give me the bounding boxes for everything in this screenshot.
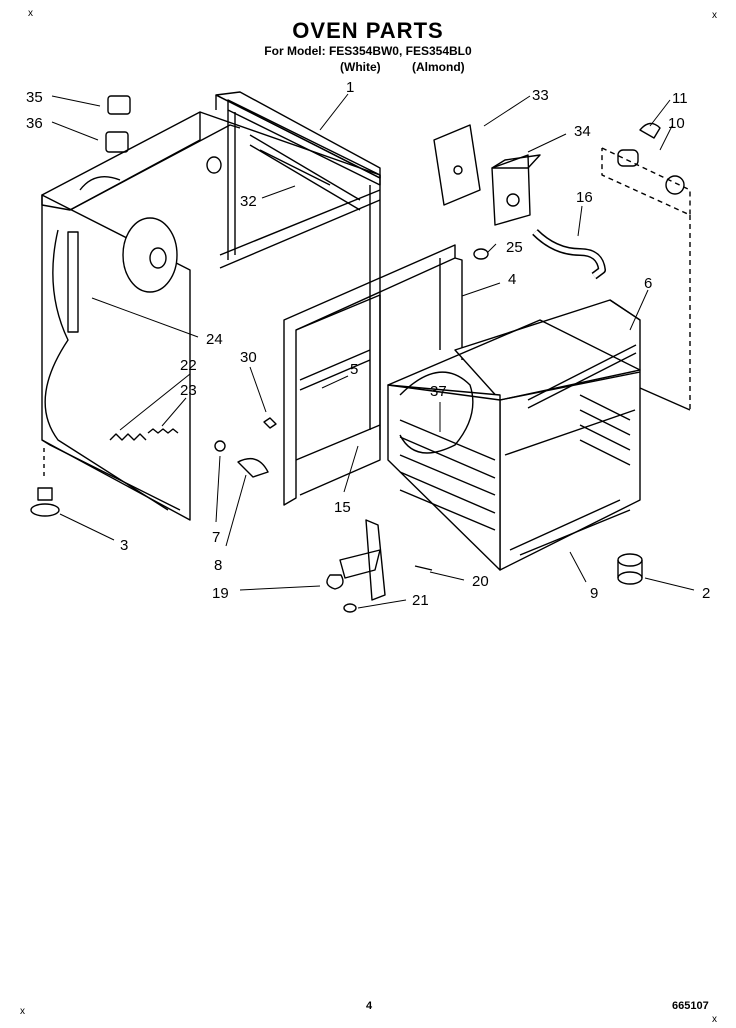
page-number: 4 [366,1000,373,1012]
light-assembly [601,122,691,411]
clip-30 [263,417,277,429]
callout-1: 1 [346,79,354,96]
plug-25 [473,248,489,260]
callout-24: 24 [206,331,223,348]
oven-frame [219,99,381,430]
oven-cavity [387,299,641,571]
nut-7 [214,440,226,452]
callout-2: 2 [702,585,710,602]
callout-5: 5 [350,361,358,378]
oven-cabinet-side [41,91,381,521]
page-title: OVEN PARTS [292,18,444,43]
callout-32: 32 [240,193,257,210]
callout-8: 8 [214,557,222,574]
corner-mark-bottom-right: x [712,1014,717,1025]
foot-2 [617,553,643,585]
callout-4: 4 [508,271,516,288]
hinge-bracket [326,519,433,613]
callout-22: 22 [180,357,197,374]
leveling-leg [30,448,60,517]
spring-23 [147,428,179,434]
corner-mark-top-right: x [712,10,717,21]
callout-25: 25 [506,239,523,256]
clip-35 [107,95,131,115]
bracket-8 [237,458,269,478]
callout-37: 37 [430,383,447,400]
callout-30: 30 [240,349,257,366]
callout-10: 10 [668,115,685,132]
leader-lines [51,93,695,609]
callout-33: 33 [532,87,549,104]
callout-6: 6 [644,275,652,292]
corner-mark-top-left: x [28,8,33,19]
callout-23: 23 [180,382,197,399]
callout-16: 16 [576,189,593,206]
callout-7: 7 [212,529,220,546]
bracket-34 [491,154,541,226]
variant-almond: (Almond) [412,60,465,74]
variant-white: (White) [340,60,381,74]
callout-19: 19 [212,585,229,602]
corner-mark-bottom-left: x [20,1006,25,1017]
callout-35: 35 [26,89,43,106]
callout-labels: 35 36 1 33 11 10 34 32 16 25 4 24 6 22 3… [26,79,710,609]
callout-20: 20 [472,573,489,590]
front-frame [283,244,463,506]
callout-9: 9 [590,585,598,602]
spring-22 [109,433,147,441]
callout-3: 3 [120,537,128,554]
callout-21: 21 [412,592,429,609]
callout-36: 36 [26,115,43,132]
callout-15: 15 [334,499,351,516]
model-line: For Model: FES354BW0, FES354BL0 [264,44,472,58]
callout-11: 11 [672,90,688,107]
bracket-33 [433,124,481,206]
clip-36 [105,131,129,153]
rack-slots [399,394,631,531]
doc-number: 665107 [672,1000,709,1012]
callout-34: 34 [574,123,591,140]
